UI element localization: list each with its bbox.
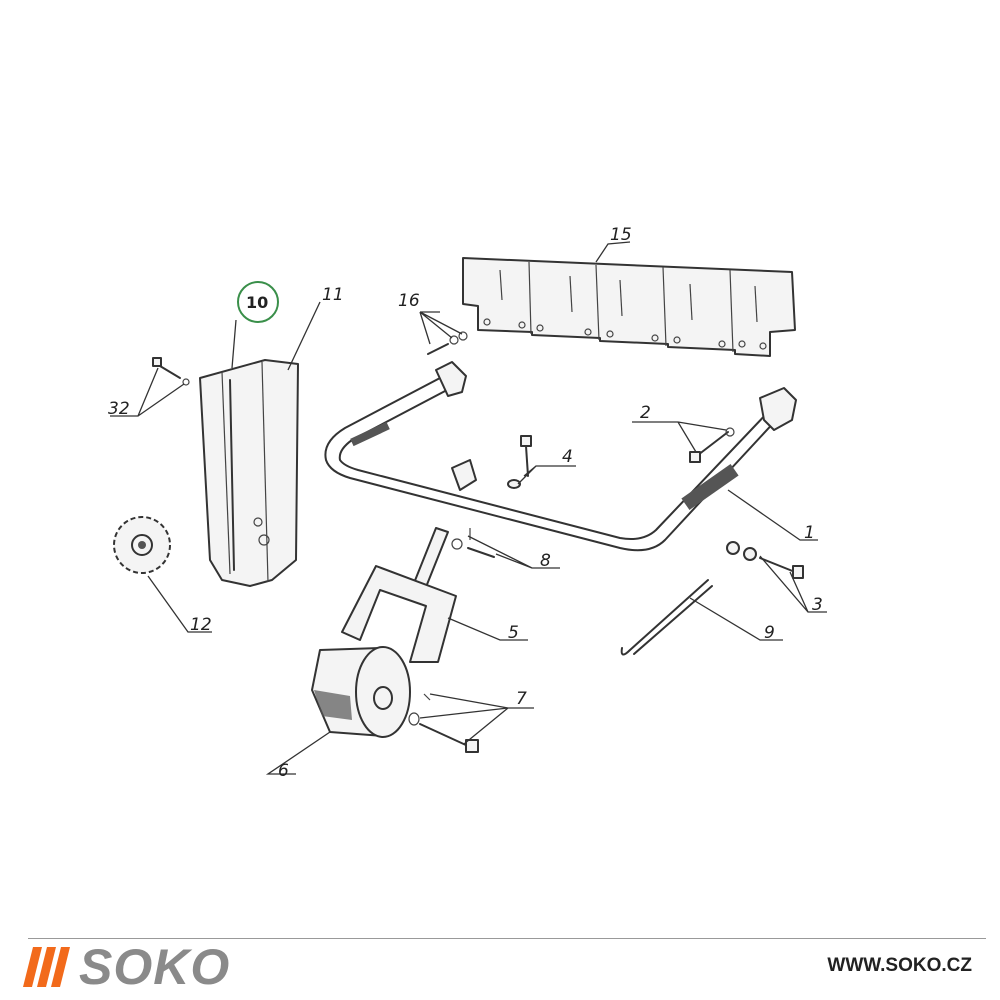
callout-10-highlight	[237, 281, 279, 323]
bolt-part-2	[689, 427, 735, 463]
callout-6: 6	[278, 761, 289, 781]
bolt-part-7	[408, 693, 479, 753]
brand-name: SOKO	[79, 939, 231, 995]
bolt-part-16	[427, 331, 468, 355]
callout-10: 10	[246, 293, 268, 312]
cover-plates-part-10-11	[199, 359, 299, 587]
roller-part-6	[311, 646, 411, 738]
callout-15: 15	[610, 225, 632, 245]
bracket-part-5	[341, 527, 457, 663]
panel-row-part-15	[462, 257, 796, 357]
leader-lines	[110, 241, 827, 775]
logo-stripes-icon	[23, 947, 70, 987]
parts-diagram: 1 2 3 4 5 6 7 8 9 10 11 12 15 16 32	[108, 225, 827, 781]
bolt-part-3	[726, 541, 804, 579]
callout-8: 8	[540, 551, 551, 571]
callout-32: 32	[108, 399, 130, 419]
callout-9: 9	[764, 623, 775, 643]
callout-12: 12	[190, 615, 212, 635]
pin-part-8	[451, 528, 495, 558]
callout-7: 7	[516, 689, 527, 709]
callout-16: 16	[398, 291, 420, 311]
footer-divider	[28, 938, 986, 939]
frame-part-1	[324, 361, 797, 552]
callout-5: 5	[508, 623, 519, 643]
bolt-part-4	[507, 435, 532, 489]
website-link[interactable]: WWW.SOKO.CZ	[827, 955, 972, 976]
callout-1: 1	[804, 523, 815, 543]
bolt-part-32	[152, 357, 190, 386]
callout-3: 3	[812, 595, 823, 615]
callout-11: 11	[322, 285, 344, 305]
sprocket-part-12	[113, 516, 171, 574]
hook-rod-part-9	[620, 579, 713, 656]
callout-2: 2	[640, 403, 651, 423]
soko-logo: SOKO	[23, 939, 231, 995]
callout-4: 4	[562, 447, 573, 467]
